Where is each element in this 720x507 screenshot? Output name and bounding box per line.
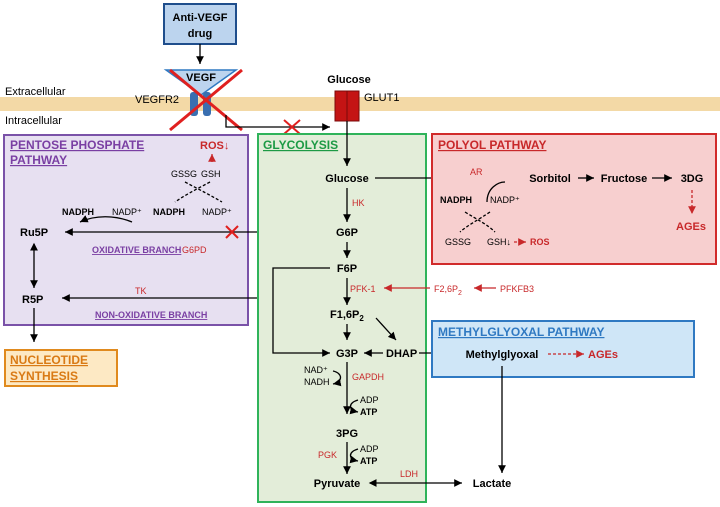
glyco-dhap: DHAP — [386, 348, 417, 360]
glyco-atp2: ATP — [360, 456, 377, 466]
polyol-nadp: NADP⁺ — [490, 195, 520, 205]
glyco-f16p2: F1,6P2 — [330, 309, 364, 323]
nucleotide-line1: NUCLEOTIDE — [10, 353, 88, 367]
methylglyoxal-ages: AGEs — [588, 349, 618, 361]
polyol-3dg: 3DG — [681, 173, 704, 185]
ppp-box — [3, 134, 249, 326]
ppp-oxidative-branch: OXIDATIVE BRANCH — [92, 245, 181, 255]
glyco-pfkfb3: PFKFB3 — [500, 284, 534, 294]
glyco-gapdh: GAPDH — [352, 372, 384, 382]
ppp-nadph-curve — [79, 215, 133, 223]
polyol-sorbitol: Sorbitol — [529, 173, 571, 185]
glyco-pfk1: PFK-1 — [350, 284, 376, 294]
vegfr2-to-glut1-arrow — [225, 115, 330, 131]
methylglyoxal-title: METHYLGLYOXAL PATHWAY — [438, 325, 604, 339]
cell-membrane — [0, 97, 720, 111]
ppp-r5p: R5P — [22, 294, 43, 306]
vegfr2-label: VEGFR2 — [135, 94, 179, 106]
glucose-extracellular: Glucose — [327, 74, 370, 86]
ppp-ros-label: ROS↓ — [200, 140, 229, 152]
polyol-nadph: NADPH — [440, 195, 472, 205]
nucleotide-line2: SYNTHESIS — [10, 369, 78, 383]
ppp-non-oxidative-branch: NON-OXIDATIVE BRANCH — [95, 310, 207, 320]
glycolysis-title: GLYCOLYSIS — [263, 138, 338, 152]
glyco-adp1: ADP — [360, 395, 379, 405]
polyol-title: POLYOL PATHWAY — [438, 138, 546, 152]
ppp-title-line1: PENTOSE PHOSPHATE — [10, 138, 144, 152]
vegf-block-x-b — [169, 68, 243, 132]
glyco-nad: NAD⁺ — [304, 365, 328, 375]
glyco-hk: HK — [352, 198, 365, 208]
polyol-ros: ROS — [530, 237, 550, 247]
polyol-ages: AGEs — [676, 221, 706, 233]
glut1-label: GLUT1 — [364, 92, 399, 104]
polyol-box — [431, 133, 717, 265]
drug-label-line1: Anti-VEGF — [173, 12, 228, 24]
ppp-nadph-left: NADPH — [62, 207, 94, 217]
ppp-nadp-left: NADP⁺ — [112, 207, 142, 217]
ppp-title-line2: PATHWAY — [10, 153, 67, 167]
glycolysis-box — [257, 133, 427, 503]
glyco-lactate: Lactate — [473, 478, 512, 490]
adp-curve-1 — [349, 399, 359, 415]
ppp-g6pd: G6PD — [182, 245, 207, 255]
g6pd-block-x-b — [225, 225, 239, 239]
polyol-gsh: GSH↓ — [487, 237, 511, 247]
glyco-pyruvate: Pyruvate — [314, 478, 360, 490]
signal-block-x-b — [283, 119, 301, 135]
glyco-atp1: ATP — [360, 407, 377, 417]
glyco-g6p: G6P — [336, 227, 358, 239]
glyco-pgk: PGK — [318, 450, 337, 460]
polyol-fructose: Fructose — [601, 173, 647, 185]
ppp-redox-curve-b — [174, 181, 211, 203]
glyco-3pg: 3PG — [336, 428, 358, 440]
adp-curve-2 — [349, 448, 359, 464]
ppp-redox-curve-a — [184, 181, 223, 203]
methylglyoxal-box — [431, 320, 695, 378]
f6p-to-g3p-arrow — [272, 267, 330, 357]
glyco-adp2: ADP — [360, 444, 379, 454]
vegf-label: VEGF — [186, 72, 216, 84]
extracellular-label: Extracellular — [5, 86, 66, 98]
intracellular-label: Intracellular — [5, 115, 62, 127]
polyol-redox-curve-a — [464, 211, 496, 233]
glyco-g3p: G3P — [336, 348, 358, 360]
glyco-f6p: F6P — [337, 263, 357, 275]
ppp-nadph-mid: NADPH — [153, 207, 185, 217]
f16p2-to-dhap-arrow — [375, 317, 397, 341]
ppp-tk: TK — [135, 286, 147, 296]
polyol-gssg: GSSG — [445, 237, 471, 247]
glyco-ldh: LDH — [400, 469, 418, 479]
glyco-f26p2: F2,6P2 — [434, 284, 462, 297]
glyco-glucose: Glucose — [325, 173, 368, 185]
nad-curve — [332, 370, 342, 387]
ppp-gsh: GSH — [201, 169, 221, 179]
glyco-nadh: NADH — [304, 377, 330, 387]
drug-label-line2: drug — [188, 28, 212, 40]
methylglyoxal-label: Methylglyoxal — [466, 349, 539, 361]
polyol-ar: AR — [470, 167, 483, 177]
nucleotide-synthesis-box — [4, 349, 118, 387]
polyol-nadph-curve — [486, 181, 506, 203]
ppp-nadp-mid: NADP⁺ — [202, 207, 232, 217]
ppp-gssg: GSSG — [171, 169, 197, 179]
ppp-ru5p: Ru5P — [20, 227, 48, 239]
